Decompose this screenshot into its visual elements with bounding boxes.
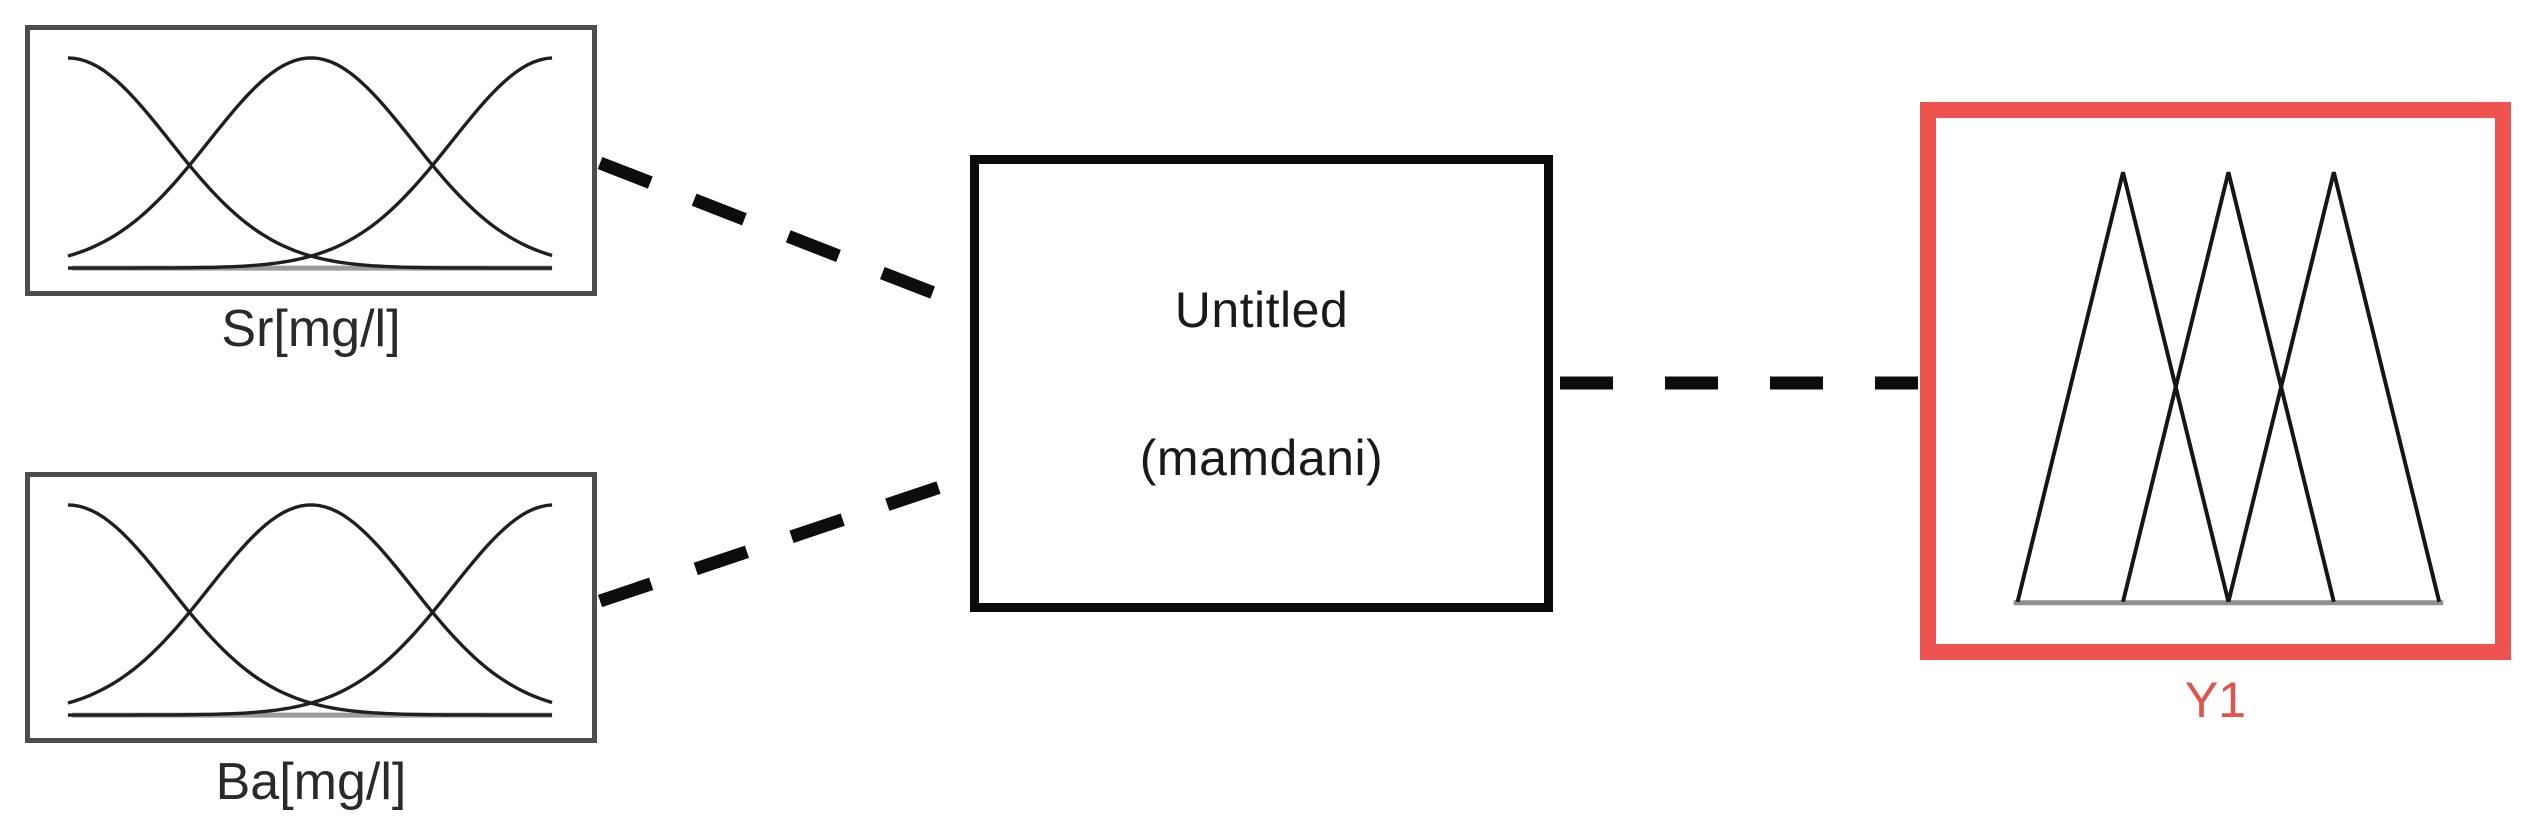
mf-curve-right [67, 56, 553, 270]
mf-curve-middle [67, 56, 553, 258]
connector-input2-to-system [597, 471, 970, 608]
input-label-sr: Sr[mg/l] [221, 300, 401, 358]
mf-curve-left [67, 56, 553, 270]
system-block[interactable]: Untitled (mamdani) [970, 155, 1553, 612]
output-variable-block-y1[interactable] [1920, 102, 2511, 660]
output-label-y1: Y1 [2184, 672, 2247, 728]
input-label-ba: Ba[mg/l] [215, 753, 407, 811]
gaussian-mf-icon [67, 503, 553, 718]
mf-triangle-right [2226, 171, 2442, 603]
mf-curve-middle [67, 503, 553, 705]
connector-input1-to-system [597, 156, 970, 313]
triangular-mf-icon [2013, 171, 2444, 606]
input-variable-block-sr[interactable] [25, 25, 597, 296]
mf-triangle-middle [2121, 171, 2336, 603]
mf-curve-left [67, 503, 553, 717]
mf-curve-right [67, 503, 553, 717]
mf-triangle-left [2015, 171, 2231, 603]
system-name: Untitled [1174, 281, 1349, 338]
input-variable-block-ba[interactable] [25, 472, 597, 743]
gaussian-mf-icon [67, 56, 553, 271]
system-inference-type: (mamdani) [1139, 429, 1384, 486]
